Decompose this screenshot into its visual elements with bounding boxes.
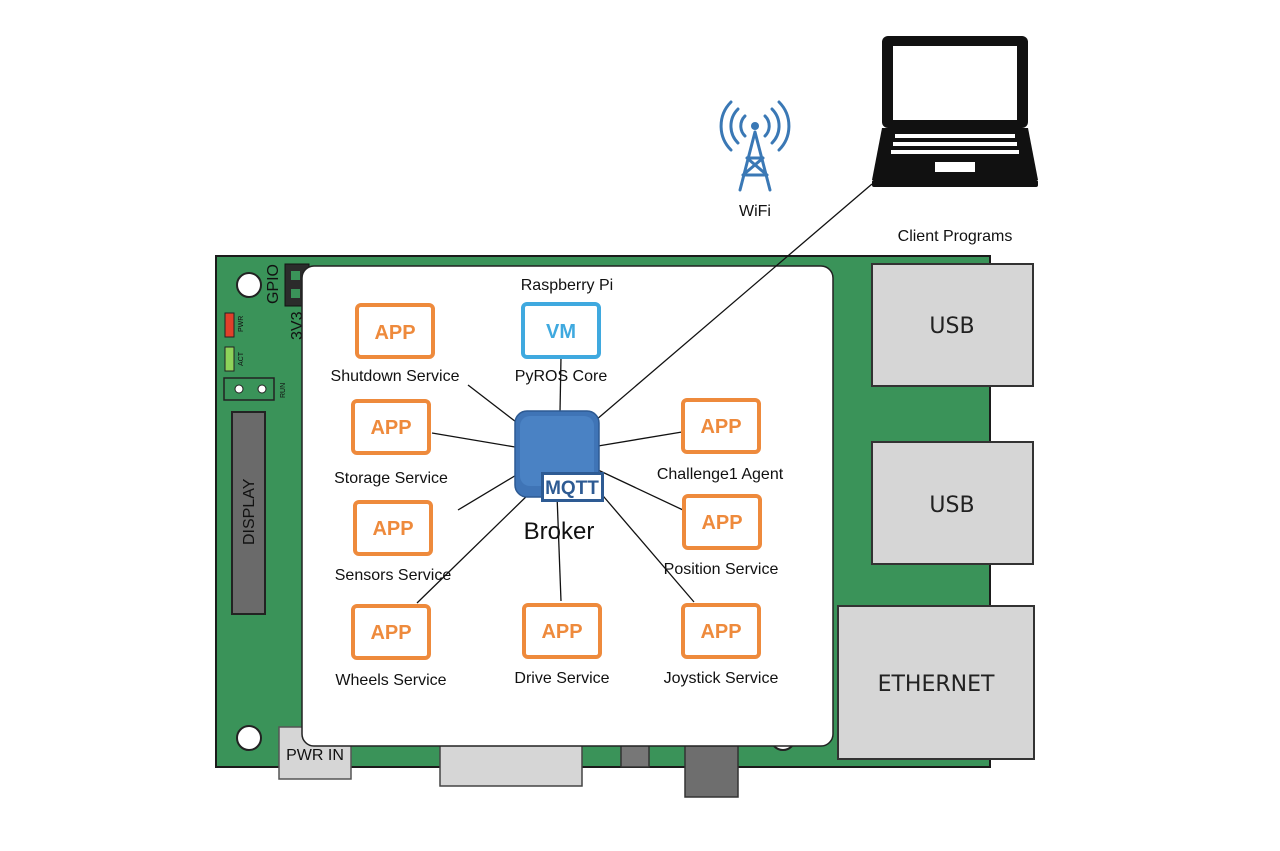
edge-laptop: [595, 183, 873, 421]
wifi-mast: [738, 130, 772, 192]
edge-challenge1: [597, 431, 683, 447]
mqtt-label: MQTT: [545, 478, 599, 499]
mounting-hole: [236, 272, 262, 298]
wifi-wave-left-2: [729, 107, 740, 145]
pwr-led-label: PWR: [238, 316, 245, 332]
gpio-pin: [291, 289, 300, 298]
run-label: RUN: [280, 383, 287, 398]
wifi-wave-right-3: [777, 100, 791, 152]
node-storage-service[interactable]: APP Storage Service: [334, 399, 448, 487]
run-pin: [257, 384, 267, 394]
app-icon: [351, 604, 431, 660]
edge-drive: [556, 494, 562, 602]
node-sensors-service[interactable]: APP Sensors Service: [335, 500, 452, 584]
usb-bottom-label: USB: [929, 493, 974, 518]
storage-service-label: Storage Service: [334, 470, 448, 487]
wifi-wave-left-1: [739, 114, 747, 138]
bottom-connector-audio: [684, 744, 739, 798]
edge-pyros-core: [559, 356, 562, 413]
app-icon-text: APP: [541, 621, 582, 643]
node-position-service[interactable]: APP Position Service: [664, 494, 779, 578]
mqtt-broker: MQTT Broker: [514, 410, 604, 545]
node-drive-service[interactable]: APP Drive Service: [514, 603, 610, 687]
app-icon-text: APP: [374, 322, 415, 344]
edge-sensors: [457, 473, 519, 511]
node-pyros-core[interactable]: VM PyROS Core: [515, 302, 608, 385]
app-icon-text: APP: [370, 622, 411, 644]
app-icon: [682, 494, 762, 550]
connections: [416, 183, 873, 604]
challenge1-agent-label: Challenge1 Agent: [657, 466, 784, 483]
gpio-label: GPIO: [265, 264, 282, 304]
ethernet-label: ETHERNET: [878, 672, 995, 697]
edge-wheels: [416, 489, 534, 604]
vm-icon-text: VM: [546, 321, 576, 343]
laptop-keys: [891, 134, 1019, 172]
app-icon: [355, 303, 435, 359]
drive-service-label: Drive Service: [514, 670, 609, 687]
app-icon: [353, 500, 433, 556]
vm-icon: [521, 302, 601, 359]
wifi-wave-left-3: [719, 100, 733, 152]
bottom-connector-wide: [439, 744, 583, 787]
usb-port-top: [871, 263, 1034, 387]
laptop-key-row: [893, 142, 1017, 146]
edge-storage: [431, 432, 516, 448]
node-joystick-service[interactable]: APP Joystick Service: [664, 603, 779, 687]
wifi-antenna-tip: [751, 122, 759, 130]
gpio-pin: [291, 271, 300, 280]
act-led-label: ACT: [238, 351, 245, 366]
wifi-label: WiFi: [739, 203, 771, 220]
bottom-connector-small: [620, 744, 650, 768]
usb-top-label: USB: [929, 314, 974, 339]
broker-label: Broker: [524, 518, 595, 545]
pwr-in-label: PWR IN: [286, 747, 344, 764]
app-icon: [681, 603, 761, 659]
run-header: [223, 377, 275, 401]
display-label: DISPLAY: [241, 478, 258, 545]
laptop-key-row: [895, 134, 1015, 138]
edge-position: [597, 469, 684, 511]
broker-cube-face: [520, 416, 594, 486]
node-shutdown-service[interactable]: APP Shutdown Service: [331, 303, 460, 385]
app-icon-text: APP: [370, 417, 411, 439]
node-wheels-service[interactable]: APP Wheels Service: [335, 604, 447, 689]
shutdown-service-label: Shutdown Service: [331, 368, 460, 385]
run-pin: [234, 384, 244, 394]
display-connector: [231, 411, 266, 615]
edge-joystick: [597, 489, 695, 603]
app-icon-text: APP: [700, 416, 741, 438]
side-ports: USB USB ETHERNET: [837, 263, 1035, 760]
app-icon-text: APP: [372, 518, 413, 540]
usb-port-bottom: [871, 441, 1034, 565]
raspberry-pi-label: Raspberry Pi: [521, 277, 613, 294]
app-icon-text: APP: [700, 621, 741, 643]
node-challenge1-agent[interactable]: APP Challenge1 Agent: [657, 398, 784, 483]
app-icon: [681, 398, 761, 454]
position-service-label: Position Service: [664, 561, 779, 578]
joystick-service-label: Joystick Service: [664, 670, 779, 687]
pyros-core-label: PyROS Core: [515, 368, 608, 385]
wifi-wave-right-2: [770, 107, 781, 145]
laptop-key-row: [891, 150, 1019, 154]
mqtt-badge-inner: [544, 475, 601, 499]
ethernet-port: [837, 605, 1035, 760]
laptop-touchpad: [935, 162, 975, 172]
edge-shutdown: [467, 384, 521, 426]
mounting-hole: [236, 725, 262, 751]
laptop-display: [893, 46, 1017, 120]
wifi-tower-icon: [719, 100, 791, 192]
pwr-led: [224, 312, 235, 338]
app-icon: [522, 603, 602, 659]
wifi-wave-right-1: [763, 114, 771, 138]
client-programs-label: Client Programs: [898, 228, 1013, 245]
act-led: [224, 346, 235, 372]
sensors-service-label: Sensors Service: [335, 567, 452, 584]
wheels-service-label: Wheels Service: [335, 672, 446, 689]
app-icon: [351, 399, 431, 455]
laptop-icon: [872, 36, 1038, 187]
laptop-base: [872, 180, 1038, 187]
app-icon-text: APP: [701, 512, 742, 534]
